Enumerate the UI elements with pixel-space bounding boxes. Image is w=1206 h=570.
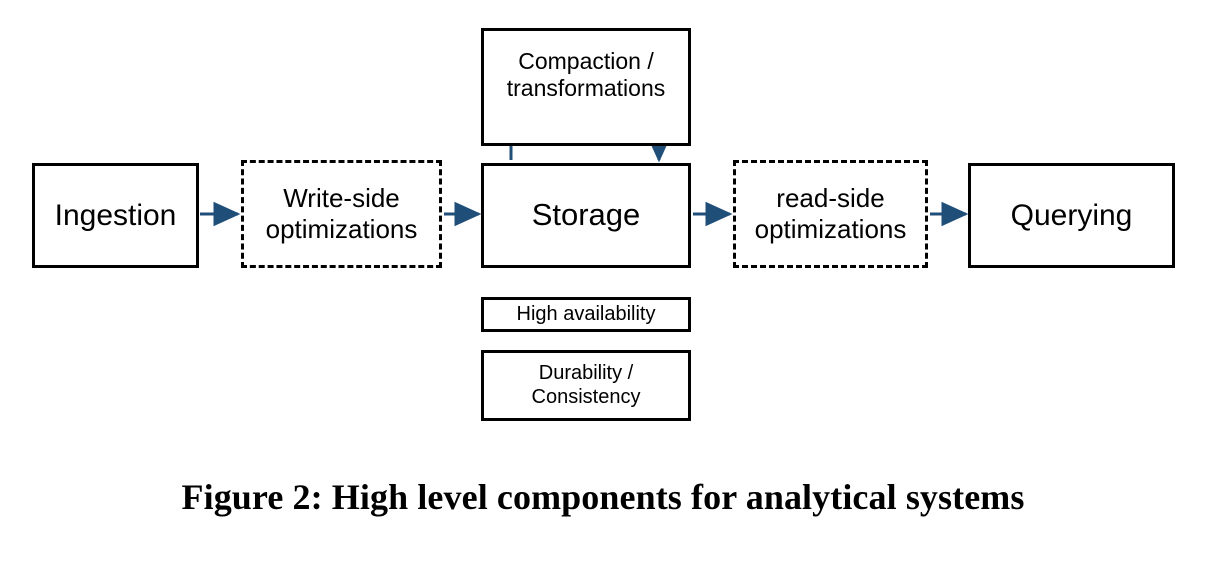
node-querying-label: Querying xyxy=(1010,198,1133,232)
node-storage-label: Storage xyxy=(531,197,641,233)
node-compaction-transformations-label: Compaction / transformations xyxy=(506,48,666,102)
node-high-availability[interactable]: High availability xyxy=(481,297,691,332)
node-ingestion[interactable]: Ingestion xyxy=(32,163,199,268)
node-high-availability-label: High availability xyxy=(516,302,656,325)
figure-caption: Figure 2: High level components for anal… xyxy=(181,477,1025,517)
node-durability-consistency-label: Durability / Consistency xyxy=(531,361,641,408)
node-write-side-optimizations-label: Write-side optimizations xyxy=(265,183,418,244)
node-write-side-optimizations[interactable]: Write-side optimizations xyxy=(241,160,442,268)
node-durability-consistency[interactable]: Durability / Consistency xyxy=(481,350,691,421)
node-querying[interactable]: Querying xyxy=(968,163,1175,268)
node-compaction-transformations[interactable]: Compaction / transformations xyxy=(481,28,691,146)
node-read-side-optimizations-label: read-side optimizations xyxy=(754,183,907,244)
node-storage[interactable]: Storage xyxy=(481,163,691,268)
node-ingestion-label: Ingestion xyxy=(54,198,177,232)
node-read-side-optimizations[interactable]: read-side optimizations xyxy=(733,160,928,268)
